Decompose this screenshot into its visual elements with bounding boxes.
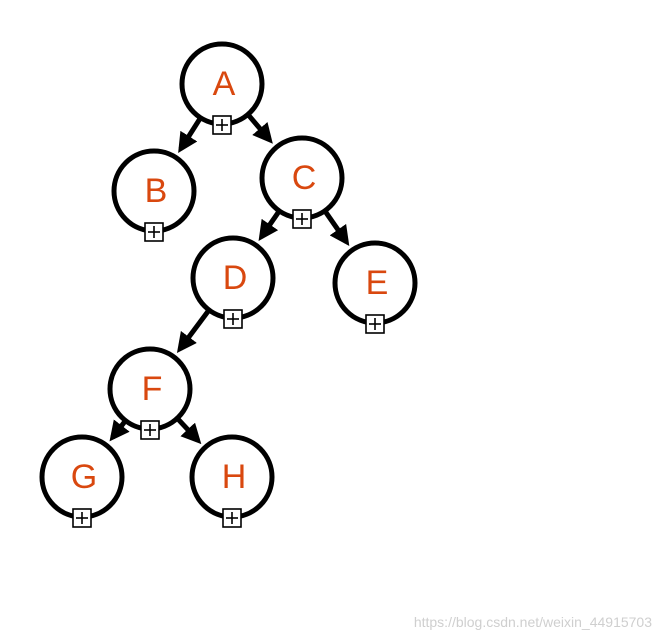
plus-box-icon[interactable]: [222, 508, 242, 528]
plus-box-icon[interactable]: [72, 508, 92, 528]
tree-node-e[interactable]: E: [332, 240, 418, 334]
nodes-layer: A B C D E F G H: [39, 41, 418, 528]
tree-node-b[interactable]: B: [111, 148, 197, 242]
tree-node-g[interactable]: G: [39, 434, 125, 528]
node-label: G: [71, 458, 97, 496]
edge-d-f-arrow: [176, 306, 213, 353]
edge-c-e-arrow: [321, 207, 350, 247]
plus-box-icon[interactable]: [365, 314, 385, 334]
tree-node-c[interactable]: C: [259, 135, 345, 229]
node-label: A: [213, 65, 236, 103]
plus-box-icon[interactable]: [292, 209, 312, 229]
edge-f-h-arrow: [174, 415, 202, 445]
plus-box-icon[interactable]: [212, 115, 232, 135]
node-label: C: [292, 159, 317, 197]
edge-a-b-arrow: [178, 114, 204, 154]
node-label: D: [223, 259, 248, 297]
watermark-text: https://blog.csdn.net/weixin_44915703: [413, 614, 652, 630]
tree-node-d[interactable]: D: [190, 235, 276, 329]
plus-box-icon[interactable]: [223, 309, 243, 329]
node-label: E: [366, 264, 389, 302]
edge-c-d-arrow: [258, 207, 283, 241]
node-label: B: [145, 172, 168, 210]
node-label: F: [142, 370, 163, 408]
node-label: H: [222, 458, 247, 496]
edge-a-c-arrow: [244, 111, 273, 144]
tree-node-h[interactable]: H: [189, 434, 275, 528]
plus-box-icon[interactable]: [144, 222, 164, 242]
tree-node-f[interactable]: F: [107, 346, 193, 440]
plus-box-icon[interactable]: [140, 420, 160, 440]
tree-node-a[interactable]: A: [179, 41, 265, 135]
